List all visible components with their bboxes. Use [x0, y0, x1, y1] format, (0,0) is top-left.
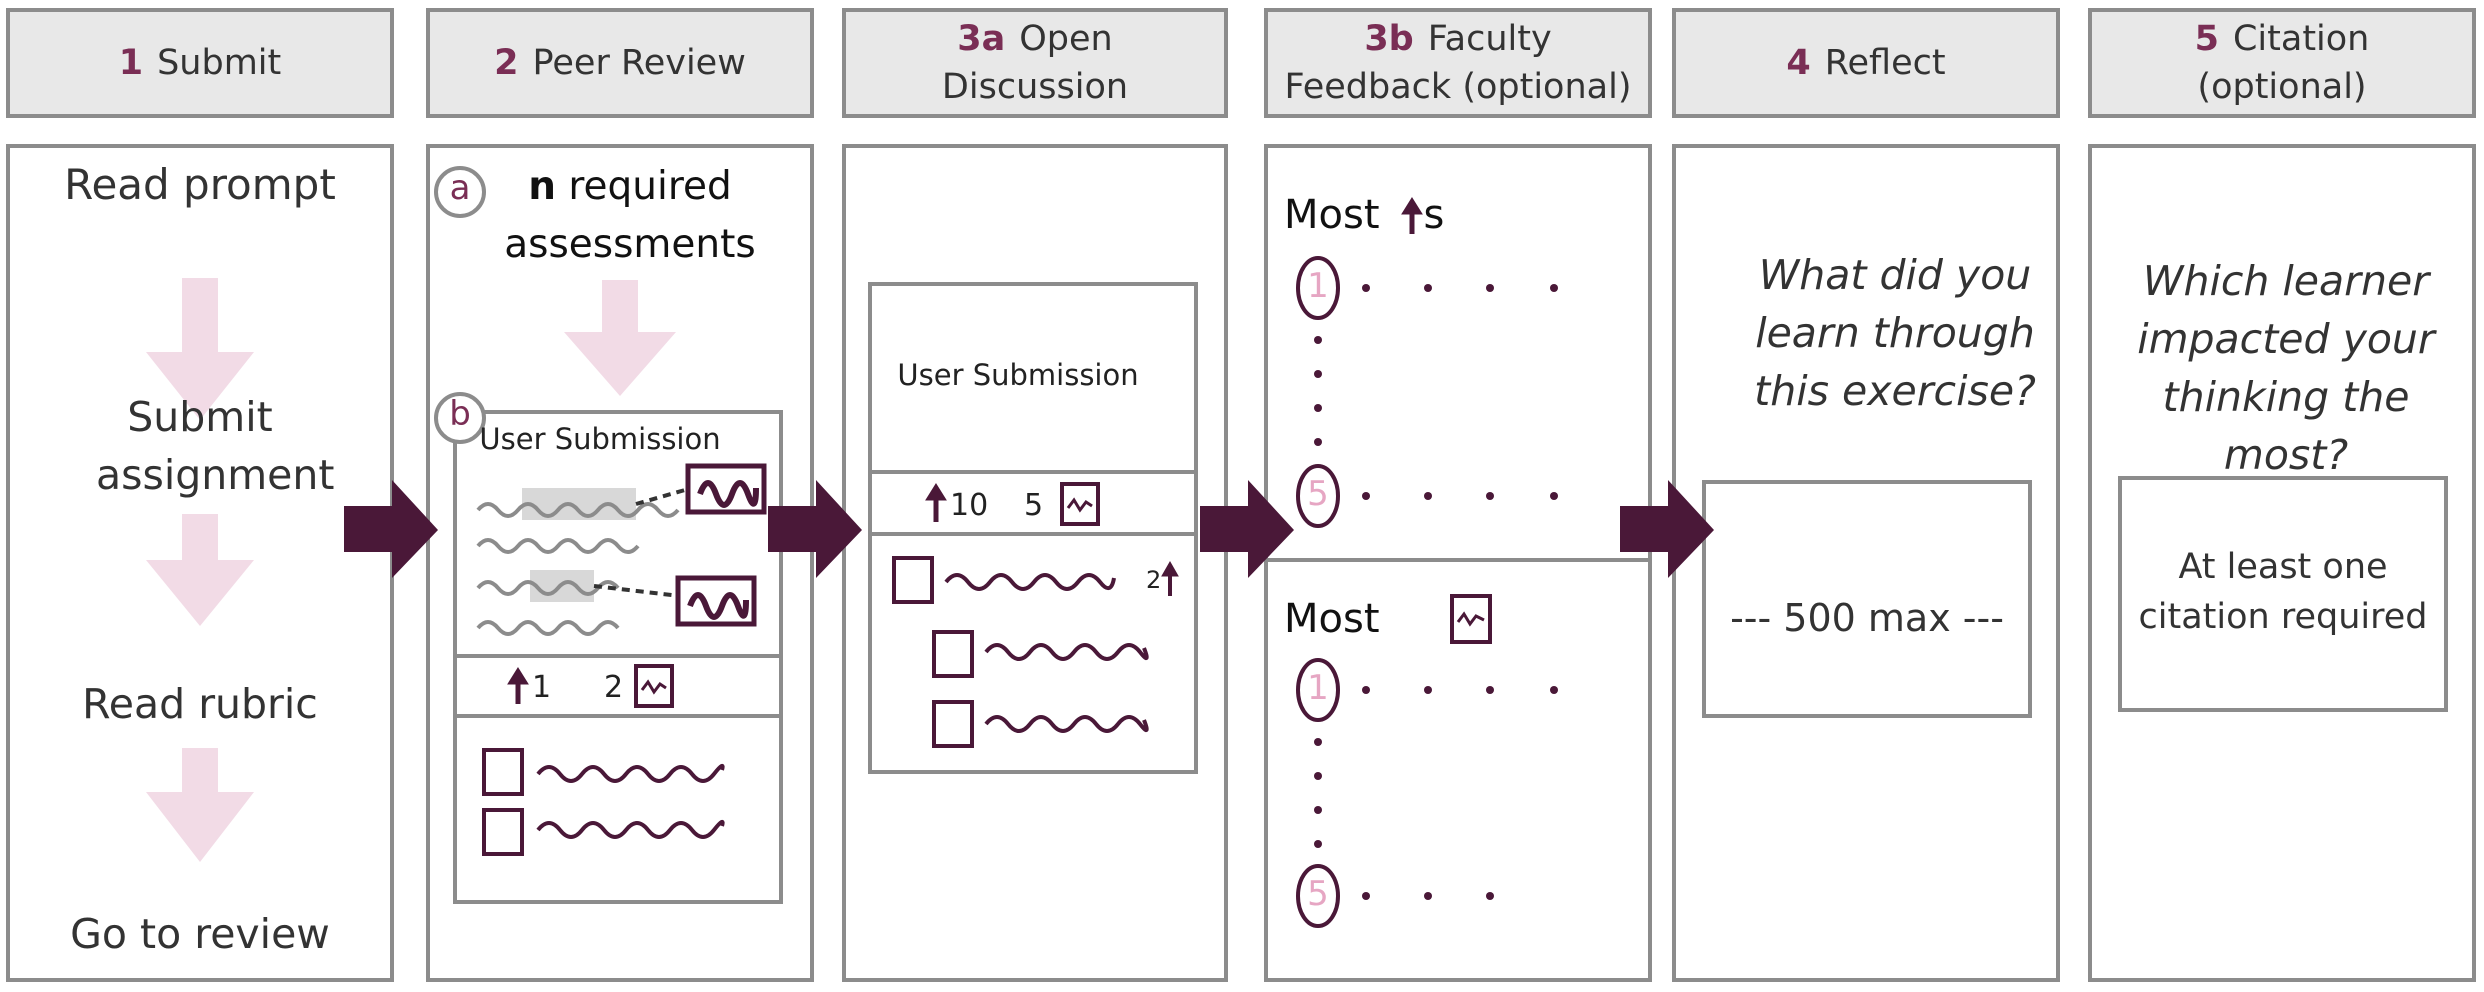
- step-title: Faculty Feedback (optional): [1284, 19, 1632, 107]
- step-title: Open Discussion: [941, 19, 1129, 107]
- header-peer-review: 2 Peer Review: [426, 8, 814, 118]
- reflect-question: What did you learn through this exercise…: [1754, 251, 2036, 415]
- marker-b-circle: [434, 392, 486, 444]
- step-number: 3a: [957, 19, 1006, 59]
- rank-last-label: 5: [1307, 874, 1329, 914]
- rank-first-label: 1: [1307, 668, 1329, 708]
- most-commented-label: Most: [1284, 596, 1380, 642]
- rank-ellipses: [1296, 256, 1340, 928]
- peer-submission-text-lines: [476, 486, 693, 636]
- discussion-comment-count: 5: [1024, 488, 1044, 523]
- most-suffix: s: [1423, 192, 1445, 238]
- peer-annotation-comments: [675, 463, 767, 627]
- step-go-to-review: Go to review: [70, 910, 330, 958]
- rank-first-label: 1: [1307, 266, 1329, 306]
- step-read-rubric: Read rubric: [82, 680, 318, 728]
- right-arrow: [768, 480, 862, 578]
- reflect-word-limit: --- 500 max ---: [1730, 596, 2004, 640]
- down-arrow: [146, 514, 254, 626]
- right-arrow: [1620, 480, 1714, 578]
- highlight: [522, 488, 636, 520]
- step-title: Citation (optional): [2197, 19, 2370, 107]
- step-submit-assignment: Submit assignment: [96, 393, 335, 499]
- reflect-answer-box: [1702, 480, 2032, 718]
- flow-arrows-between-steps: [344, 480, 1714, 578]
- marker-a-label: a: [449, 168, 471, 208]
- faculty-comment-icon: [1450, 594, 1492, 644]
- step-title: Peer Review: [532, 43, 746, 83]
- step-number: 5: [2194, 19, 2219, 59]
- step-number: 2: [494, 43, 519, 83]
- peer-feedback-rows: [482, 748, 725, 856]
- rank-last-label: 5: [1307, 474, 1329, 514]
- down-arrow: [564, 280, 676, 396]
- step-number: 3b: [1364, 19, 1414, 59]
- discussion-reply-rows: [892, 556, 1149, 748]
- discussion-comment-icon: [1060, 482, 1100, 526]
- required-count: n: [528, 164, 556, 209]
- step-number: 1: [118, 43, 144, 83]
- peer-vote-bar: [453, 654, 783, 718]
- peer-upvote-count: 1: [532, 670, 552, 705]
- down-arrow: [146, 748, 254, 862]
- discussion-upvote-count: 10: [950, 488, 989, 523]
- marker-a-circle: [434, 166, 486, 218]
- header-reflect: 4 Reflect: [1672, 8, 2060, 118]
- citation-question: Which learner impacted your thinking the…: [2137, 257, 2435, 479]
- citation-requirement-box: [2118, 476, 2448, 712]
- most-label: Most: [1284, 192, 1380, 238]
- flow-arrows-submit: [146, 278, 254, 862]
- peer-comment-count: 2: [604, 670, 624, 705]
- discussion-reply-upvotes: 2: [1146, 566, 1162, 594]
- required-label: required assessments: [504, 164, 756, 267]
- citation-requirement: At least one citation required: [2138, 547, 2428, 637]
- right-arrow: [344, 480, 438, 578]
- marker-b-label: b: [449, 394, 471, 434]
- step-number: 4: [1786, 43, 1811, 83]
- step-title: Submit: [157, 43, 282, 83]
- discussion-reply-upvote-icon: [1161, 560, 1179, 596]
- rank-dots: [1314, 284, 1558, 900]
- peer-comment-icon: [634, 664, 674, 708]
- down-arrow: [146, 278, 254, 420]
- peer-upvote-icon: [507, 667, 529, 704]
- header-submit: 1 Submit: [6, 8, 394, 118]
- discussion-submission-title: User Submission: [897, 358, 1139, 392]
- step-read-prompt: Read prompt: [64, 160, 336, 209]
- required-assessments: n required assessments: [480, 158, 780, 274]
- discussion-vote-bar: [868, 470, 1198, 536]
- faculty-upvote-icon: [1401, 197, 1423, 234]
- peer-submission-title: User Submission: [479, 422, 721, 456]
- step-title: Reflect: [1824, 43, 1946, 83]
- discussion-upvote-icon: [925, 483, 947, 522]
- right-arrow: [1200, 480, 1294, 578]
